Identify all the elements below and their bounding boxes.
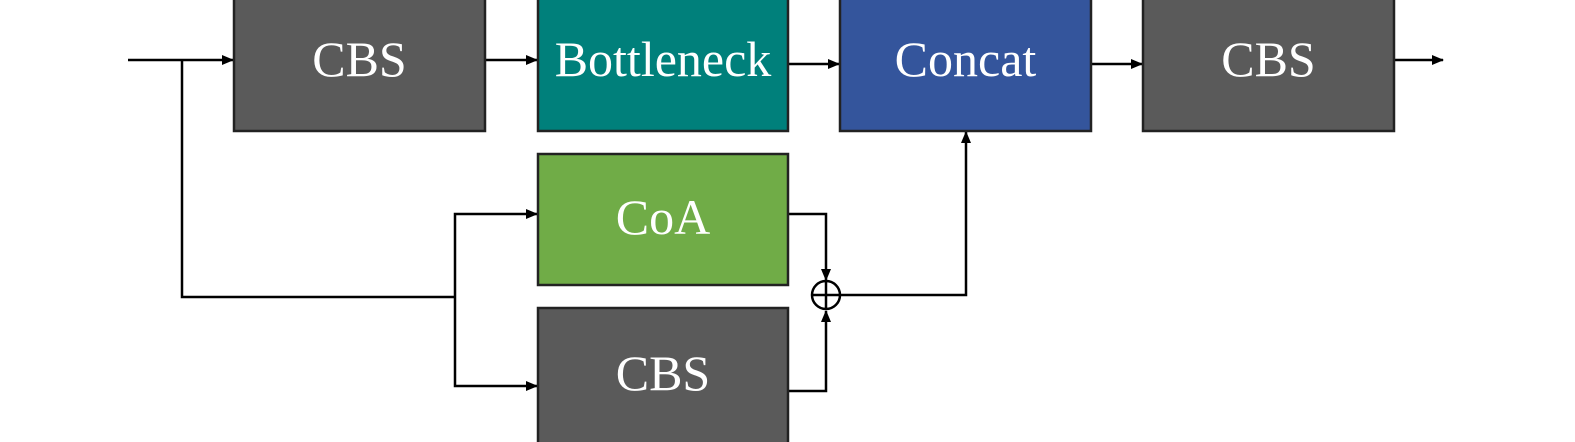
cbs-lower-label: CBS [616,345,711,401]
coa-label: CoA [616,189,710,245]
skip-branch-wire [180,60,455,299]
cbs-lower-block: CBS [536,306,790,442]
cbs-to-sum-arrow [789,310,831,393]
cbs-output-block: CBS [1141,0,1396,133]
concat-block: Concat [838,0,1093,133]
cbs-input-block: CBS [232,0,487,133]
bottleneck-block: Bottleneck [536,0,790,133]
circled-plus-icon [810,279,842,311]
cbs-input-label: CBS [312,31,407,87]
coa-block: CoA [536,152,790,287]
bottleneck-label: Bottleneck [555,31,772,87]
cbs-output-label: CBS [1221,31,1316,87]
sum-to-concat-arrow [841,131,971,297]
to-lower-cbs-arrow [453,297,538,391]
to-coa-arrow [453,209,538,297]
connections [128,55,1444,393]
concat-label: Concat [895,31,1037,87]
coa-to-sum-arrow [789,212,831,281]
